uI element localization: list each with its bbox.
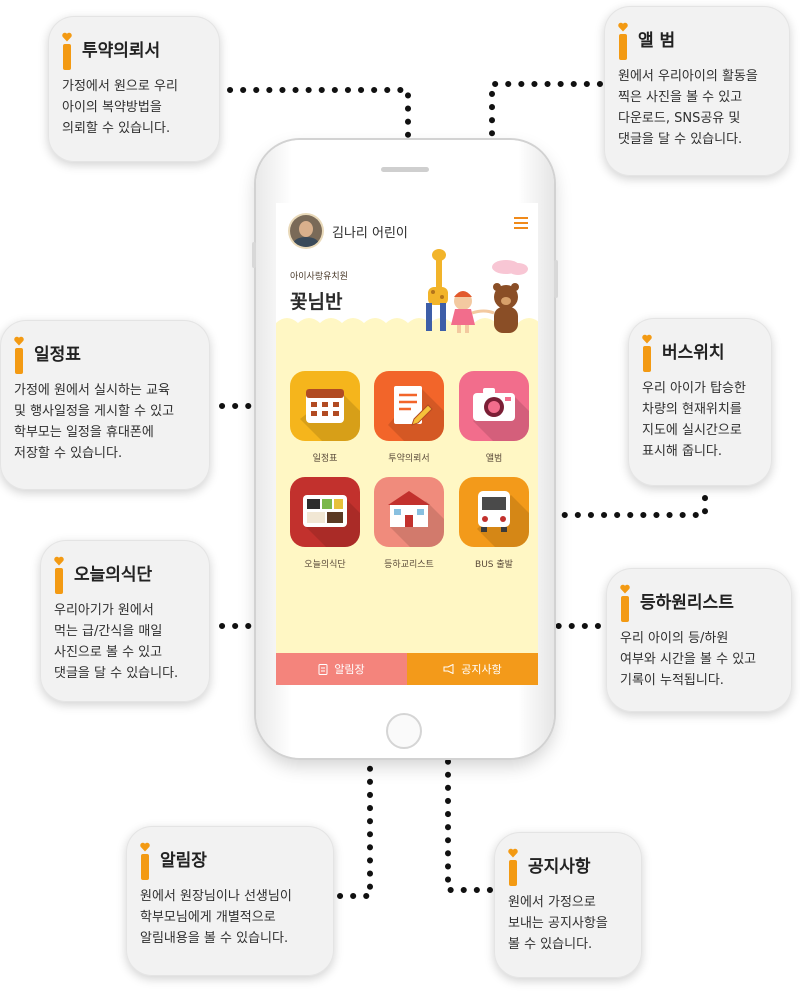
callout-announcement: 공지사항 원에서 가정으로 보내는 공지사항을 볼 수 있습니다. [494, 832, 642, 978]
callout-meal: 오늘의식단 우리아기가 원에서 먹는 급/간식을 매일 사진으로 볼 수 있고 … [40, 540, 210, 702]
info-icon [508, 848, 518, 886]
info-icon [642, 334, 652, 372]
callout-title: 오늘의식단 [74, 565, 153, 585]
callout-notice-board: 알림장 원에서 원장님이나 선생님이 학부모님에게 개별적으로 알림내용을 볼 … [126, 826, 334, 976]
tile-label: BUS 출발 [475, 560, 513, 570]
tab-notice-board[interactable]: 알림장 [276, 653, 407, 685]
callout-schedule: 일정표 가정에 원에서 실시하는 교육 및 행사일정을 게시할 수 있고 학부모… [0, 320, 210, 490]
callout-attendance: 등하원리스트 우리 아이의 등/하원 여부와 시간을 볼 수 있고 기록이 누적… [606, 568, 792, 712]
callout-album: 앨 범 원에서 우리아이의 활동을 찍은 사진을 볼 수 있고 다운로드, SN… [604, 6, 790, 176]
tile-label: 오늘의식단 [304, 560, 346, 570]
callout-text: 가정에 원에서 실시하는 교육 및 행사일정을 게시할 수 있고 학부모는 일정… [14, 383, 175, 461]
callout-title: 일정표 [34, 345, 81, 365]
info-icon [618, 22, 628, 60]
cartoon-animals-illustration [426, 249, 528, 333]
megaphone-icon [443, 664, 454, 674]
callout-medication: 투약의뢰서 가정에서 원으로 우리 아이의 복약방법을 의뢰할 수 있습니다. [48, 16, 220, 162]
bus-icon [478, 491, 510, 532]
info-icon [54, 556, 64, 594]
tile-label: 일정표 [312, 454, 338, 464]
school-name: 아이사랑유치원 [290, 272, 348, 282]
callout-text: 우리아기가 원에서 먹는 급/간식을 매일 사진으로 볼 수 있고 댓글을 달 … [54, 603, 179, 681]
tab-announcement[interactable]: 공지사항 [407, 653, 538, 685]
speaker-grille [381, 167, 429, 172]
callout-title: 투약의뢰서 [82, 41, 161, 61]
document-pen-icon [394, 386, 433, 426]
school-icon [388, 491, 430, 527]
callout-bus: 버스위치 우리 아이가 탑승한 차량의 현재위치를 지도에 실시간으로 표시해 … [628, 318, 772, 486]
info-icon [140, 842, 150, 880]
note-icon [318, 663, 328, 675]
callout-title: 공지사항 [528, 857, 591, 877]
class-name: 꽃님반 [290, 291, 343, 313]
info-icon [14, 336, 24, 374]
power-button [554, 260, 558, 298]
callout-text: 원에서 가정으로 보내는 공지사항을 볼 수 있습니다. [508, 895, 608, 952]
info-icon [62, 32, 72, 70]
hamburger-menu-icon[interactable] [514, 217, 528, 229]
app-screen: 김나리 어린이 아이사랑유치원 꽃님반 [276, 203, 538, 685]
bottom-tab-bar: 알림장 공지사항 [276, 653, 538, 685]
camera-icon [473, 388, 515, 421]
child-name: 김나리 어린이 [332, 226, 408, 241]
connector-bus [537, 495, 708, 518]
home-button[interactable] [386, 713, 422, 749]
child-avatar[interactable] [290, 215, 322, 247]
tab-label: 공지사항 [461, 663, 502, 676]
info-icon [620, 584, 630, 622]
tile-label: 앨범 [485, 454, 503, 464]
callout-title: 알림장 [160, 851, 207, 871]
callout-text: 원에서 원장님이나 선생님이 학부모님에게 개별적으로 알림내용을 볼 수 있습… [140, 889, 292, 946]
volume-button [252, 242, 256, 268]
callout-text: 우리 아이의 등/하원 여부와 시간을 볼 수 있고 기록이 누적됩니다. [620, 631, 757, 688]
calendar-icon [306, 389, 344, 423]
callout-title: 앨 범 [638, 31, 676, 51]
callout-text: 우리 아이가 탑승한 차량의 현재위치를 지도에 실시간으로 표시해 줍니다. [642, 381, 746, 459]
callout-text: 원에서 우리아이의 활동을 찍은 사진을 볼 수 있고 다운로드, SNS공유 … [618, 69, 758, 147]
callout-text: 가정에서 원으로 우리 아이의 복약방법을 의뢰할 수 있습니다. [62, 79, 178, 136]
connector-announcement [445, 689, 493, 893]
lunchbox-icon [303, 495, 347, 527]
callout-title: 등하원리스트 [640, 593, 734, 613]
tile-label: 등하교리스트 [384, 560, 434, 570]
tab-label: 알림장 [334, 663, 365, 676]
tile-label: 투약의뢰서 [388, 454, 430, 464]
callout-title: 버스위치 [662, 343, 725, 363]
